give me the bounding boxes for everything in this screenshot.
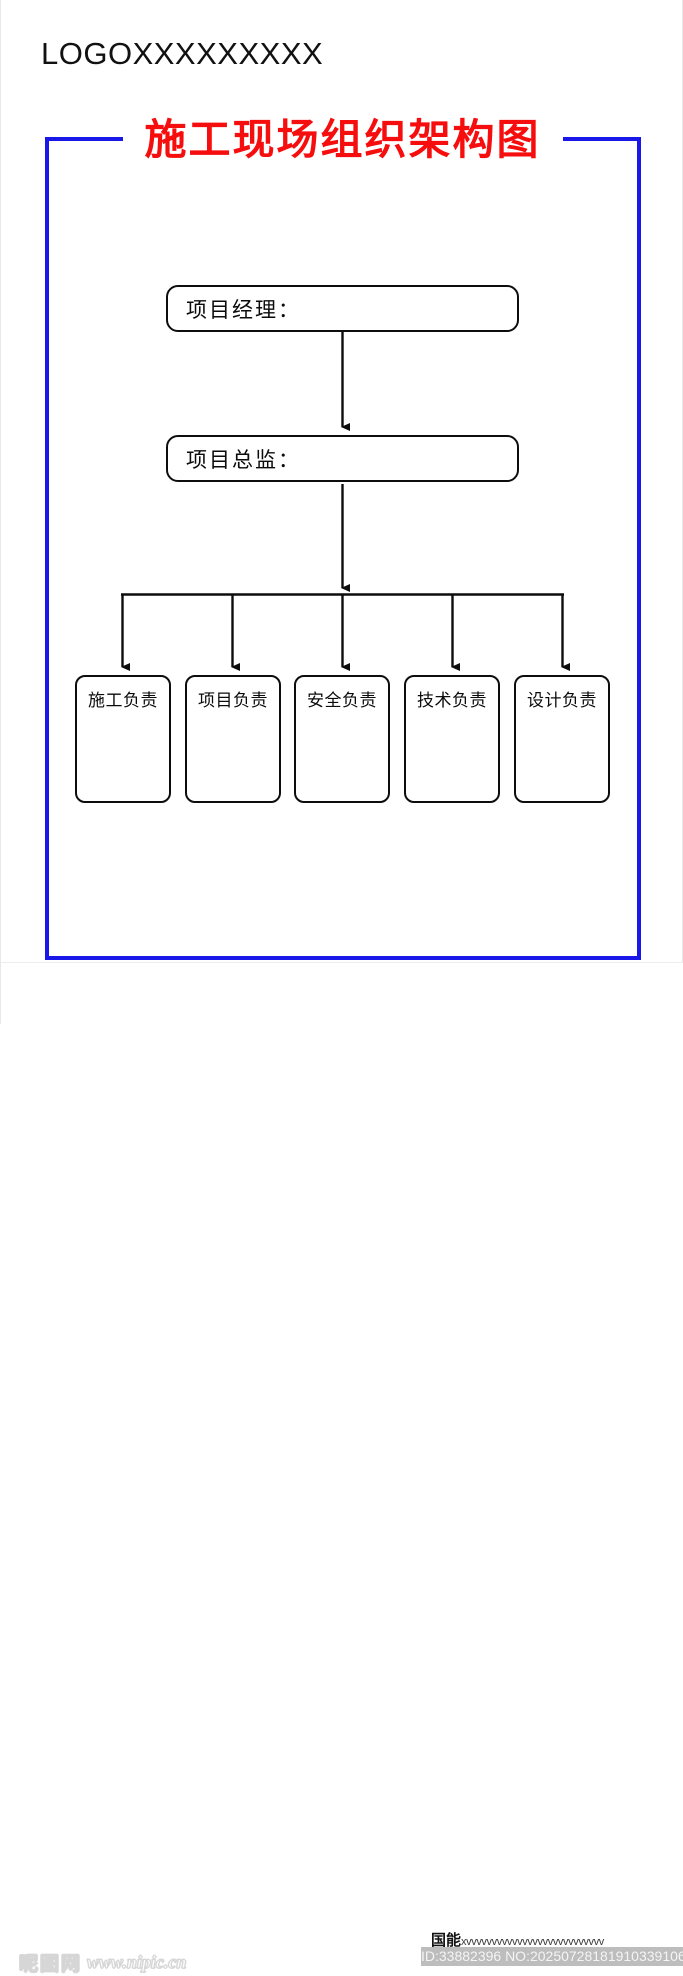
node-safety-lead[interactable]: 安全负责 xyxy=(294,675,390,803)
node-project-lead[interactable]: 项目负责 xyxy=(185,675,281,803)
node-label: 设计负责 xyxy=(527,691,597,711)
node-project-manager[interactable]: 项目经理： xyxy=(166,285,519,332)
node-label: 技术负责 xyxy=(417,691,487,711)
node-project-director[interactable]: 项目总监： xyxy=(166,435,519,482)
node-label: 施工负责 xyxy=(88,691,158,711)
nipic-glyph-2: 图 xyxy=(40,1953,60,1976)
nipic-url-text: www.nipic.cn xyxy=(87,1952,187,1973)
footer-strip: 国能xvvvvvvvvvvvvvvvvvvvvvvvvvvv ID:338823… xyxy=(1,962,683,1976)
node-design-lead[interactable]: 设计负责 xyxy=(514,675,610,803)
title-border-gap xyxy=(123,125,563,153)
node-label: 项目总监： xyxy=(186,447,301,472)
nipic-glyph-3: 网 xyxy=(61,1953,81,1976)
nipic-logo-icon: 昵 图 网 xyxy=(18,1949,81,1976)
nipic-glyph-1: 昵 xyxy=(18,1953,39,1976)
node-label: 安全负责 xyxy=(307,691,377,711)
page-title: 施工现场组织架构图 xyxy=(144,115,541,164)
logo-placeholder-text: LOGOXXXXXXXXX xyxy=(41,36,324,71)
node-construction-lead[interactable]: 施工负责 xyxy=(75,675,171,803)
blue-border-frame xyxy=(45,137,641,960)
node-label: 项目负责 xyxy=(198,691,268,711)
node-label: 项目经理： xyxy=(186,297,301,322)
watermark-id-bar: ID:33882396 NO:20250728181910339106 xyxy=(421,1947,683,1966)
node-technical-lead[interactable]: 技术负责 xyxy=(404,675,500,803)
nipic-watermark: 昵 图 网 www.nipic.cn xyxy=(18,1949,187,1976)
